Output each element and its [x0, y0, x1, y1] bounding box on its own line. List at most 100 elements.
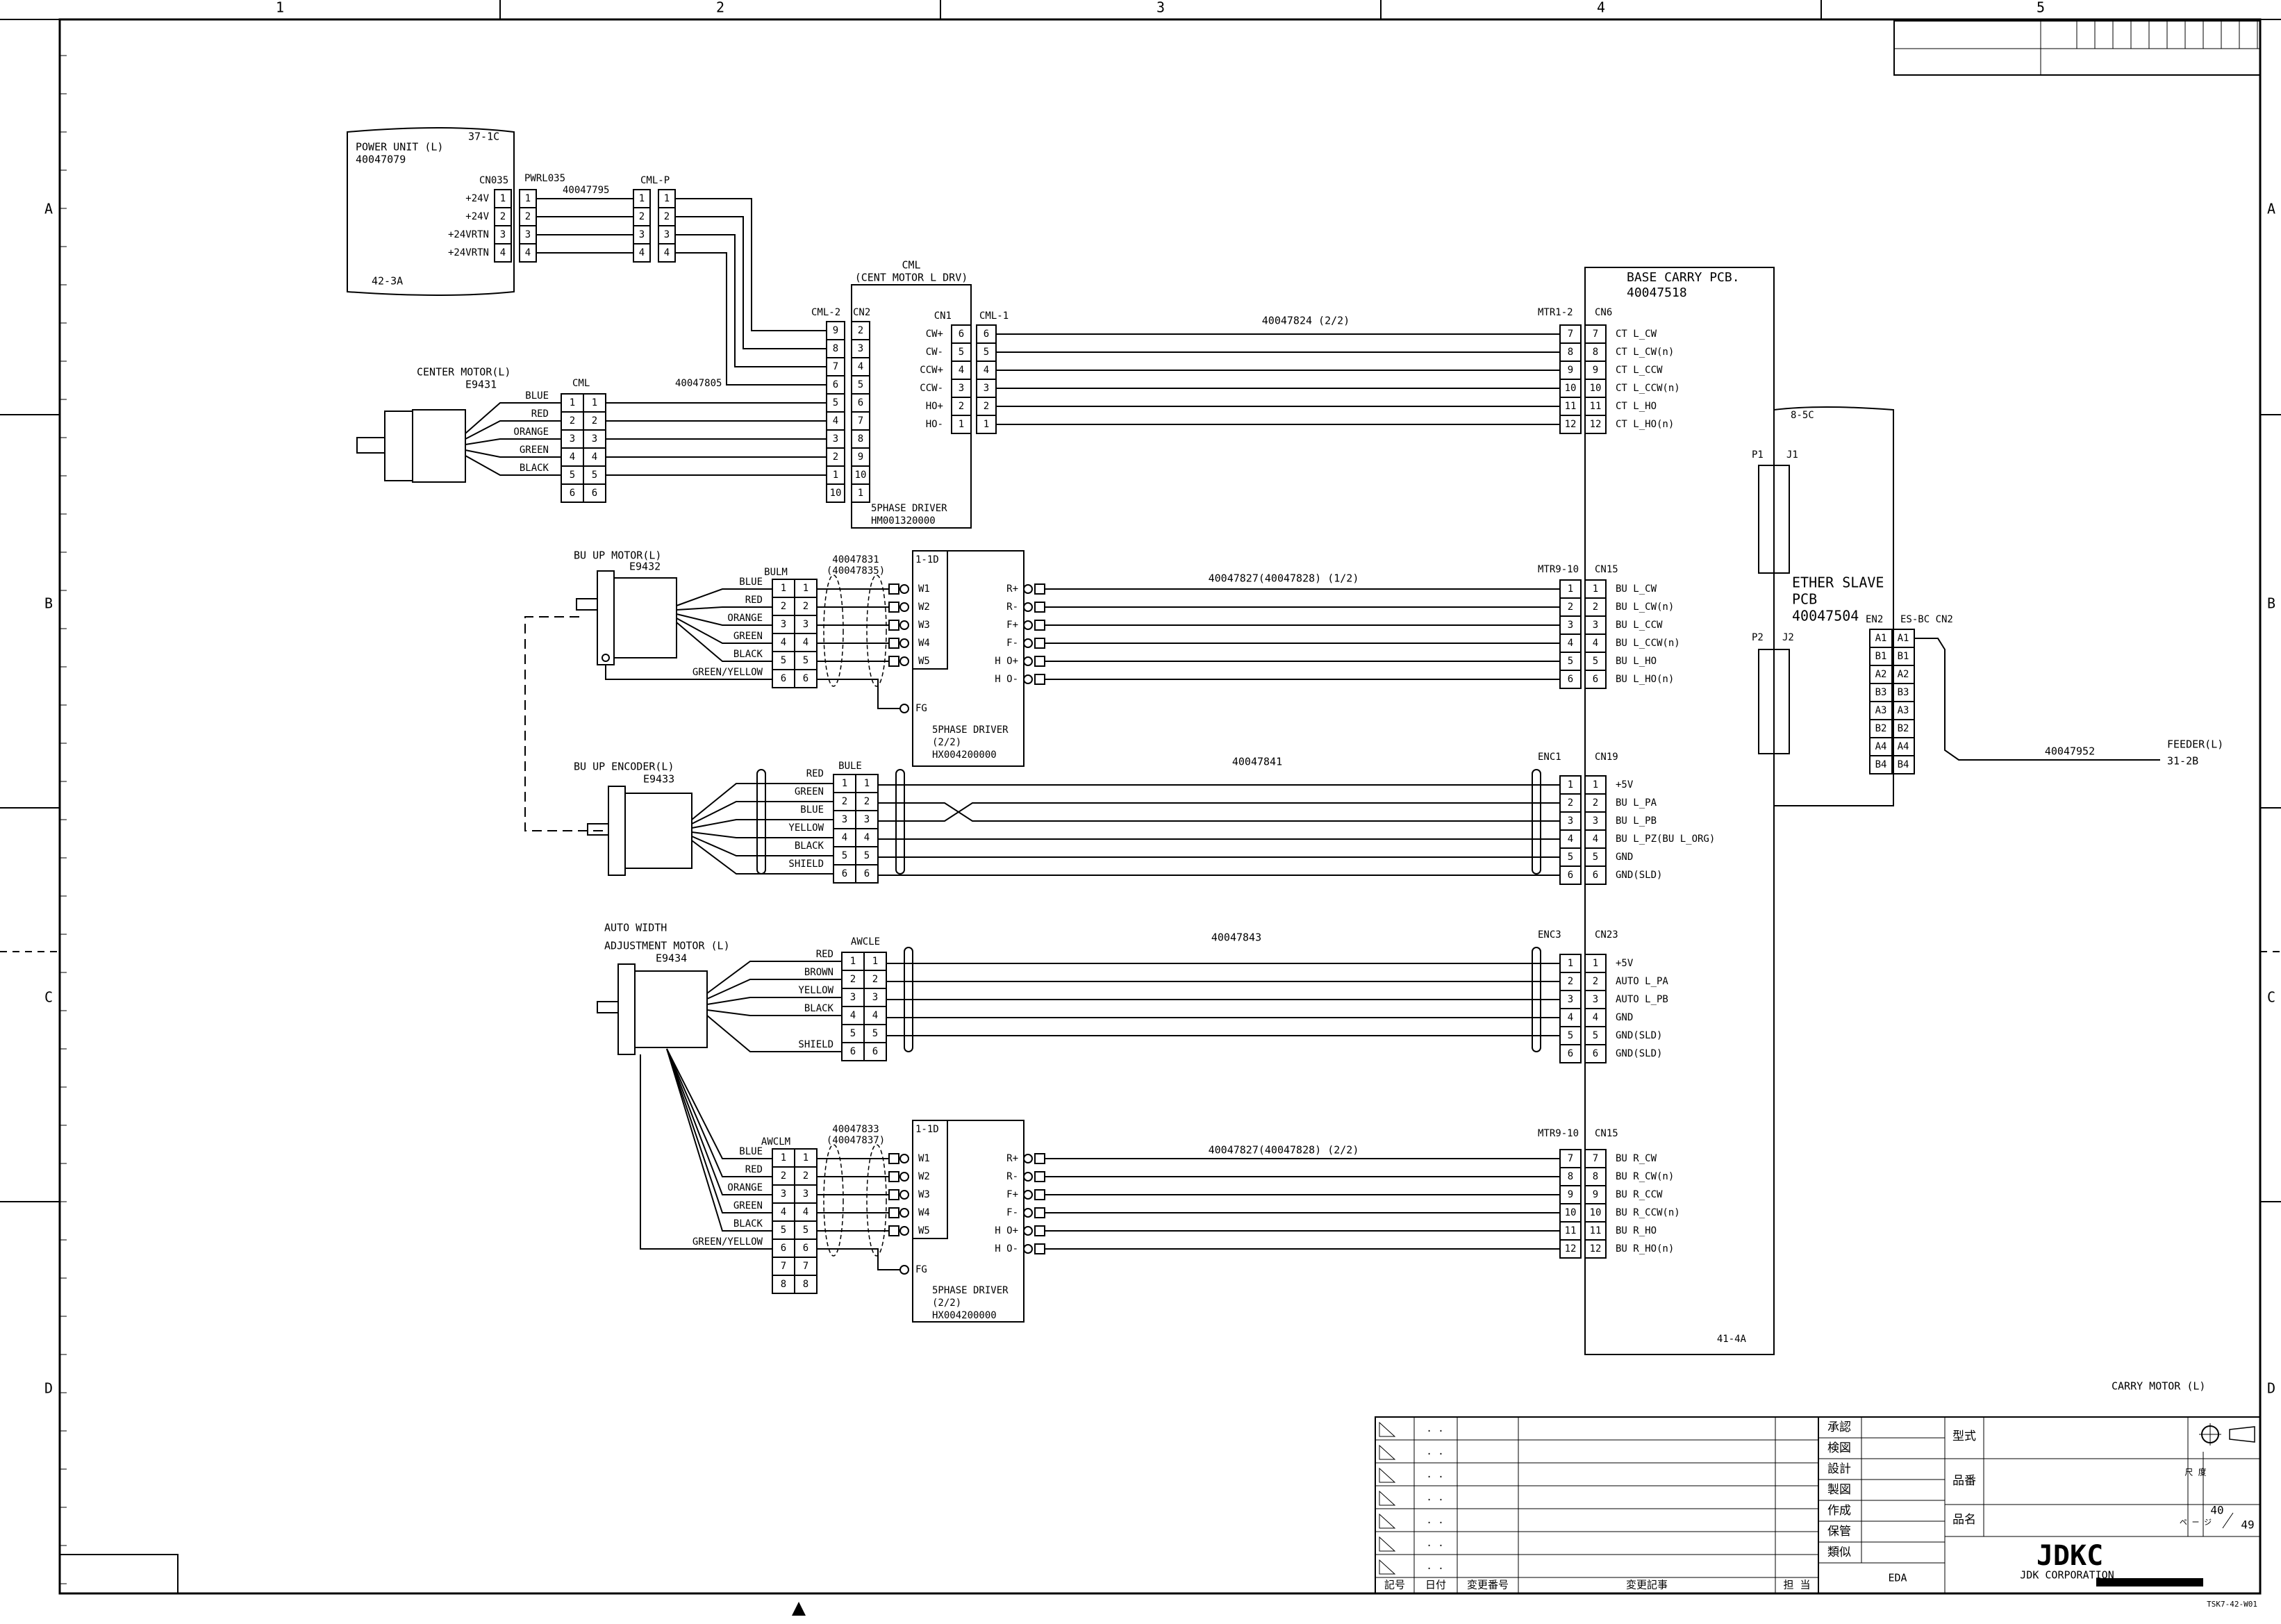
terminal-square: [888, 583, 899, 595]
pin-number: 1: [570, 397, 575, 408]
pin-number: 4: [803, 1207, 808, 1218]
connector-label: MTR9-10: [1538, 1128, 1579, 1139]
pin-cell: [1559, 670, 1582, 689]
wire-color-label: GREEN/YELLOW: [692, 1236, 763, 1248]
winding-label: W3: [918, 620, 930, 631]
pin-number: 8: [858, 433, 863, 445]
connector-label: ES-BC CN2: [1900, 614, 1953, 625]
winding-label: W4: [918, 1207, 930, 1218]
role-label: 製図: [1827, 1483, 1851, 1497]
shield-mark: [823, 1144, 844, 1257]
motor-body: [412, 409, 466, 483]
signal-label: F-: [1006, 1207, 1018, 1218]
company-logo: JDKC: [2037, 1540, 2103, 1572]
terminal: [899, 1190, 909, 1200]
pin-number: 5: [1593, 852, 1598, 863]
pin-number: 1: [1593, 958, 1598, 969]
pin-number: 1: [1568, 779, 1573, 790]
motor-shaft: [356, 437, 385, 454]
pin-number: 9: [833, 325, 838, 336]
pin-number: 4: [984, 365, 989, 376]
wire-color-label: ORANGE: [727, 613, 763, 624]
pin-number: 3: [1593, 620, 1598, 631]
pin-number: 3: [803, 619, 808, 630]
pin-number: A4: [1898, 741, 1909, 752]
pin-number: 5: [1568, 656, 1573, 667]
pin-number: 8: [833, 343, 838, 354]
pin-number: 11: [1590, 401, 1602, 412]
driver-footer: HM001320000: [871, 515, 936, 527]
pin-number: 4: [1568, 1012, 1573, 1023]
pin-number: 5: [872, 1028, 878, 1039]
connector-label: CML-2: [811, 307, 840, 318]
pin-number: 4: [781, 637, 786, 648]
wire-color-label: GREEN: [520, 445, 549, 456]
terminal: [899, 620, 909, 630]
rev-header: 変更記事: [1626, 1579, 1668, 1591]
pin-number: 7: [781, 1261, 786, 1272]
rev-header: 変更番号: [1467, 1579, 1509, 1591]
pin-cell: [583, 483, 606, 503]
pin-number: A2: [1875, 669, 1887, 680]
pin-number: 2: [525, 211, 531, 222]
terminal-square: [1034, 1225, 1045, 1236]
encoder-lead: [691, 801, 833, 825]
pin-number: A4: [1875, 741, 1887, 752]
wire-color-label: SHIELD: [788, 859, 824, 870]
pin-number: 12: [1565, 419, 1577, 430]
rev-triangle: [1379, 1444, 1396, 1460]
logo-bar: [2096, 1578, 2203, 1586]
terminal-square: [1034, 1189, 1045, 1200]
pin-number: 8: [781, 1279, 786, 1290]
pin-number: 2: [1593, 797, 1598, 809]
connector-label: CN2: [853, 307, 870, 318]
pin-number: 4: [803, 637, 808, 648]
pin-number: 2: [664, 211, 670, 222]
connector-label: CML-1: [979, 310, 1009, 322]
pin-number: 7: [1593, 1153, 1598, 1164]
rev-date: . .: [1426, 1538, 1443, 1549]
eda-label: EDA: [1888, 1572, 1907, 1584]
pin-number: 5: [959, 347, 964, 358]
connector-label: MTR9-10: [1538, 564, 1579, 575]
encoder-part: E9433: [643, 773, 674, 786]
row-label: C: [44, 989, 53, 1006]
pin-number: 10: [830, 488, 842, 499]
pin-number: 2: [858, 325, 863, 336]
stepper-driver-box: [912, 1120, 1025, 1323]
wire-color-label: ORANGE: [513, 426, 549, 438]
connector-label: P2: [1752, 632, 1764, 643]
signal-label: BU R_CW(n): [1616, 1171, 1674, 1182]
fg-lead: [817, 679, 902, 709]
form-number: TSK7-42-W01: [2207, 1600, 2257, 1609]
wire-color-label: BROWN: [804, 967, 833, 978]
motor-lead: [676, 588, 772, 606]
pin-number: 1: [639, 193, 645, 204]
signal-label: BU L_PB: [1616, 815, 1657, 827]
pin-number: 5: [781, 655, 786, 666]
rev-header: 日付: [1425, 1579, 1446, 1591]
connector-label: P1: [1752, 449, 1764, 461]
motor-flange: [384, 411, 413, 481]
ref-label: 42-3A: [372, 275, 403, 288]
signal-label: CW-: [926, 347, 943, 358]
wire-color-label: BLACK: [804, 1003, 834, 1014]
pin-number: 2: [781, 601, 786, 612]
encoder-lead: [706, 1009, 842, 1016]
wire-color-label: RED: [745, 595, 763, 606]
terminal: [899, 584, 909, 594]
pin-number: 6: [781, 1243, 786, 1254]
signal-label: BU L_HO: [1616, 656, 1657, 667]
pin-number: 5: [592, 470, 597, 481]
pin-number: 4: [592, 451, 597, 463]
pin-number: 9: [1593, 365, 1598, 376]
pin-number: A3: [1875, 705, 1887, 716]
role-label: 承認: [1827, 1420, 1851, 1434]
pin-number: 10: [1590, 1207, 1602, 1218]
feeder-label: FEEDER(L): [2167, 738, 2223, 751]
driver-label: CML: [902, 259, 920, 272]
rev-date: . .: [1426, 1469, 1443, 1480]
ref-label: 1-1D: [915, 554, 939, 565]
